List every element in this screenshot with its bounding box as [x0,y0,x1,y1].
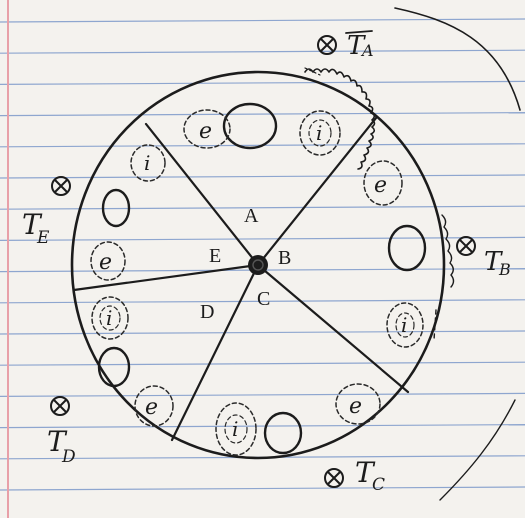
terminal-sub: D [61,447,76,467]
sector-label-b: B [278,247,291,269]
electron-mark: e [145,395,158,420]
ion-mark: i [144,151,150,175]
terminal-sub: C [372,475,385,495]
ion-mark: i [316,121,322,145]
electron-mark: e [199,119,212,144]
electron-mark: e [374,173,387,198]
sector-label-d: D [200,301,214,323]
terminal-sub: A [360,41,374,60]
terminal-sub: E [36,228,50,248]
sector-label-a: A [244,205,259,227]
ion-mark: i [232,417,238,441]
sector-label-e: E [209,245,221,267]
terminal-sub: B [498,260,511,279]
ion-mark: i [401,313,407,337]
electron-mark: e [99,250,112,275]
sector-label-c: C [257,288,270,310]
electron-mark: e [349,394,362,419]
ion-mark: i [106,306,112,330]
hub [248,255,268,275]
